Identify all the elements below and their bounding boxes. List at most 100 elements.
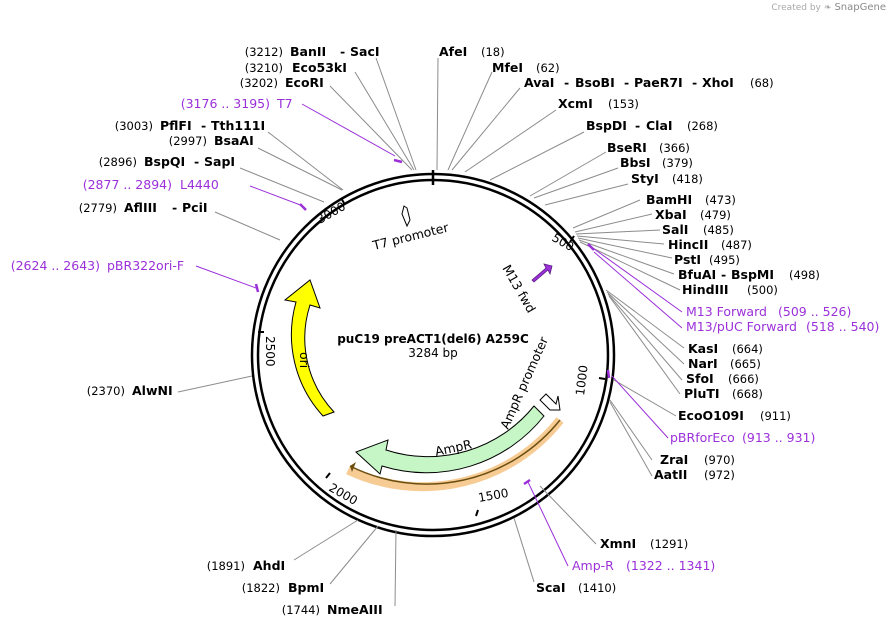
enzyme-site-ahdi[interactable]: (1891) AhdI	[207, 558, 285, 573]
nari-name[interactable]: NarI	[688, 356, 718, 371]
scai-name[interactable]: ScaI	[536, 580, 566, 595]
enzyme-site-sali[interactable]: SalI (485)	[662, 222, 734, 237]
paer7i-name[interactable]: PaeR7I	[634, 75, 683, 90]
enzyme-site-ecoo109i[interactable]: EcoO109I (911)	[678, 408, 791, 423]
enzyme-site-pflfi[interactable]: (3003) PflFI - Tth111I	[115, 118, 265, 133]
primer-site-t7[interactable]: (3176 .. 3195) T7	[181, 96, 293, 111]
l4440-primer-name[interactable]: L4440	[180, 177, 219, 192]
m13fwd-primer-name[interactable]: M13 Forward	[686, 304, 767, 319]
banii-name[interactable]: BanII	[290, 44, 326, 59]
primer-site-l4440[interactable]: (2877 .. 2894) L4440	[83, 177, 219, 192]
bspqi-name[interactable]: BspQI	[144, 154, 185, 169]
enzyme-site-sfoi[interactable]: SfoI (666)	[686, 371, 759, 386]
m13-fwd-arrow[interactable]	[531, 263, 553, 283]
enzyme-site-scai[interactable]: ScaI (1410)	[536, 580, 616, 595]
eco53ki-name[interactable]: Eco53kI	[292, 60, 347, 75]
primer-site-m13puc[interactable]: M13/pUC Forward (518 .. 540)	[686, 319, 879, 334]
bspdi-name[interactable]: BspDI	[586, 118, 627, 133]
zrai-name[interactable]: ZraI	[660, 452, 688, 467]
enzyme-site-nmeaiii[interactable]: (1744) NmeAIII	[282, 602, 383, 617]
aatii-name[interactable]: AatII	[654, 467, 687, 482]
t7-promoter-feature[interactable]: T7 promoter	[370, 205, 451, 253]
enzyme-site-zrai[interactable]: ZraI (970)	[660, 452, 735, 467]
enzyme-site-xmni[interactable]: XmnI (1291)	[600, 536, 688, 551]
t7-promoter-arrow[interactable]	[401, 205, 411, 228]
bpmi-name[interactable]: BpmI	[288, 580, 324, 595]
m13-fwd-feature[interactable]: M13 fwd	[499, 262, 553, 315]
enzyme-site-afei[interactable]: AfeI (18)	[439, 44, 505, 59]
primer-site-m13fwd[interactable]: M13 Forward (509 .. 526)	[686, 304, 851, 319]
hincii-name[interactable]: HincII	[668, 237, 708, 252]
enzyme-site-mfei[interactable]: MfeI (62)	[492, 60, 560, 75]
kasi-name[interactable]: KasI	[688, 341, 718, 356]
styi-name[interactable]: StyI	[631, 171, 659, 186]
enzyme-site-pluti[interactable]: PluTI (668)	[684, 386, 763, 401]
bsaai-name[interactable]: BsaAI	[214, 133, 254, 148]
mfei-name[interactable]: MfeI	[492, 60, 523, 75]
afliii-name[interactable]: AflIII	[124, 200, 157, 215]
ampr-feature[interactable]: AmpR	[355, 405, 545, 475]
xcmi-name[interactable]: XcmI	[558, 96, 593, 111]
ori-feature[interactable]: ori	[283, 279, 335, 417]
sali-name[interactable]: SalI	[662, 222, 688, 237]
primer-site-pbr322ori[interactable]: (2624 .. 2643) pBR322ori-F	[11, 258, 184, 273]
bfuai-name[interactable]: BfuAI	[678, 267, 716, 282]
xmni-name[interactable]: XmnI	[600, 536, 636, 551]
pbr322ori-primer-name[interactable]: pBR322ori-F	[107, 258, 184, 273]
enzyme-site-afliii[interactable]: (2779) AflIII - PciI	[79, 200, 208, 215]
sapi-name[interactable]: SapI	[204, 154, 235, 169]
enzyme-site-xcmi[interactable]: XcmI (153)	[558, 96, 639, 111]
saci-name[interactable]: SacI	[350, 44, 380, 59]
pluti-name[interactable]: PluTI	[684, 386, 720, 401]
sfoi-name[interactable]: SfoI	[686, 371, 714, 386]
enzyme-site-bbsi[interactable]: BbsI (379)	[620, 155, 693, 170]
enzyme-site-xbai[interactable]: XbaI (479)	[655, 207, 731, 222]
hindiii-name[interactable]: HindIII	[682, 282, 729, 297]
enzyme-site-styi[interactable]: StyI (418)	[631, 171, 703, 186]
enzyme-site-hincii[interactable]: HincII (487)	[668, 237, 752, 252]
pcii-name[interactable]: PciI	[182, 200, 208, 215]
enzyme-site-avai[interactable]: AvaI - BsoBI - PaeR7I - XhoI (68)	[524, 75, 774, 90]
primer-site-pbrforeco[interactable]: pBRforEco (913 .. 931)	[670, 430, 815, 445]
enzyme-site-banii[interactable]: (3212) BanII - SacI	[245, 44, 380, 59]
ampr-primer-name[interactable]: Amp-R	[572, 558, 614, 573]
t7-primer-name[interactable]: T7	[276, 96, 293, 111]
enzyme-site-alwni[interactable]: (2370) AlwNI	[87, 383, 173, 398]
enzyme-site-kasi[interactable]: KasI (664)	[688, 341, 763, 356]
pflfi-name[interactable]: PflFI	[160, 118, 192, 133]
clai-name[interactable]: ClaI	[646, 118, 673, 133]
ampr-promoter-arrow[interactable]	[539, 393, 561, 411]
enzyme-site-eco53ki[interactable]: (3210) Eco53kI	[245, 60, 347, 75]
bspmi-name[interactable]: BspMI	[731, 267, 774, 282]
enzyme-site-ecori[interactable]: (3202) EcoRI	[240, 75, 324, 90]
ahdi-name[interactable]: AhdI	[253, 558, 285, 573]
enzyme-site-psti[interactable]: PstI (495)	[674, 252, 740, 267]
bseri-name[interactable]: BseRI	[607, 140, 647, 155]
nmeaiii-name[interactable]: NmeAIII	[327, 602, 383, 617]
avai-name[interactable]: AvaI	[524, 75, 554, 90]
enzyme-site-bamhi[interactable]: BamHI (473)	[646, 192, 736, 207]
pbrforeco-primer-name[interactable]: pBRforEco	[670, 430, 735, 445]
ampr-arrow[interactable]	[355, 405, 545, 475]
enzyme-site-nari[interactable]: NarI (665)	[688, 356, 761, 371]
enzyme-site-bspqi[interactable]: (2896) BspQI - SapI	[99, 154, 235, 169]
enzyme-site-bseri[interactable]: BseRI (366)	[607, 140, 690, 155]
enzyme-site-bfuai[interactable]: BfuAI - BspMI (498)	[678, 267, 820, 282]
bbsi-name[interactable]: BbsI	[620, 155, 651, 170]
tth111i-name[interactable]: Tth111I	[211, 118, 265, 133]
ori-arrow[interactable]	[283, 279, 335, 417]
psti-name[interactable]: PstI	[674, 252, 701, 267]
bsobi-name[interactable]: BsoBI	[575, 75, 615, 90]
afei-name[interactable]: AfeI	[439, 44, 467, 59]
ecoo109i-name[interactable]: EcoO109I	[678, 408, 744, 423]
enzyme-site-bsaai[interactable]: (2997) BsaAI	[169, 133, 254, 148]
enzyme-site-aatii[interactable]: AatII (972)	[654, 467, 735, 482]
alwni-name[interactable]: AlwNI	[132, 383, 173, 398]
primer-site-ampr[interactable]: Amp-R (1322 .. 1341)	[572, 558, 715, 573]
bamhi-name[interactable]: BamHI	[646, 192, 692, 207]
xhoi-name[interactable]: XhoI	[702, 75, 734, 90]
enzyme-site-bpmi[interactable]: (1822) BpmI	[242, 580, 324, 595]
ecori-name[interactable]: EcoRI	[285, 75, 324, 90]
enzyme-site-hindiii[interactable]: HindIII (500)	[682, 282, 778, 297]
m13puc-primer-name[interactable]: M13/pUC Forward	[686, 319, 797, 334]
